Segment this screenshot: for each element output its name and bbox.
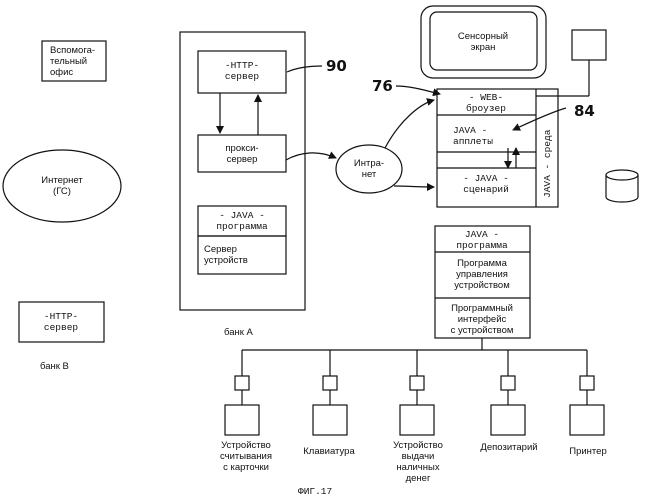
printer-box xyxy=(570,405,604,435)
figure-caption: ФИГ.17 xyxy=(298,486,332,497)
printer-label: Принтер xyxy=(569,446,606,457)
internet-label: Интернет (ГС) xyxy=(41,175,82,197)
device-control-label: Программа управления устройством xyxy=(454,258,509,291)
intranet-label: Интра- нет xyxy=(354,158,384,180)
keyboard-label: Клавиатура xyxy=(303,446,354,457)
aux-office-label: Вспомога- тельный офис xyxy=(50,45,95,78)
ref-90: 90 xyxy=(326,58,347,74)
device-api-label: Программный интерфейс с устройством xyxy=(451,303,514,336)
device-server-label: Сервер устройств xyxy=(204,244,248,266)
java-program-a-label: - JAVA - программа xyxy=(216,210,267,232)
cash-dispenser-box xyxy=(400,405,434,435)
depository-label: Депозитарий xyxy=(480,442,537,453)
web-browser-label: - WEB- броузер xyxy=(466,92,506,114)
screen-controller-box xyxy=(572,30,606,60)
cash-dispenser-label: Устройство выдачи наличных денег xyxy=(393,440,443,484)
keyboard-box xyxy=(313,405,347,435)
ref-84: 84 xyxy=(574,103,595,119)
java-program-b-label: JAVA - программа xyxy=(456,229,507,251)
java-env-label: JAVA - среда xyxy=(542,130,553,198)
proxy-server-label: прокси- сервер xyxy=(225,143,258,165)
bank-a-label: банк А xyxy=(224,327,253,338)
card-reader-label: Устройство считывания с карточки xyxy=(220,440,272,473)
java-script-label: - JAVA - сценарий xyxy=(463,173,509,195)
http-server-b-label: -HTTP- сервер xyxy=(44,311,78,333)
ref-76: 76 xyxy=(372,78,393,94)
touch-screen-label: Сенсорный экран xyxy=(458,31,508,53)
card-reader-box xyxy=(225,405,259,435)
depository-box xyxy=(491,405,525,435)
java-applets-label: JAVA - апплеты xyxy=(453,125,493,147)
bank-b-label: банк В xyxy=(40,361,69,372)
http-server-a-label: -HTTP- сервер xyxy=(225,60,259,82)
